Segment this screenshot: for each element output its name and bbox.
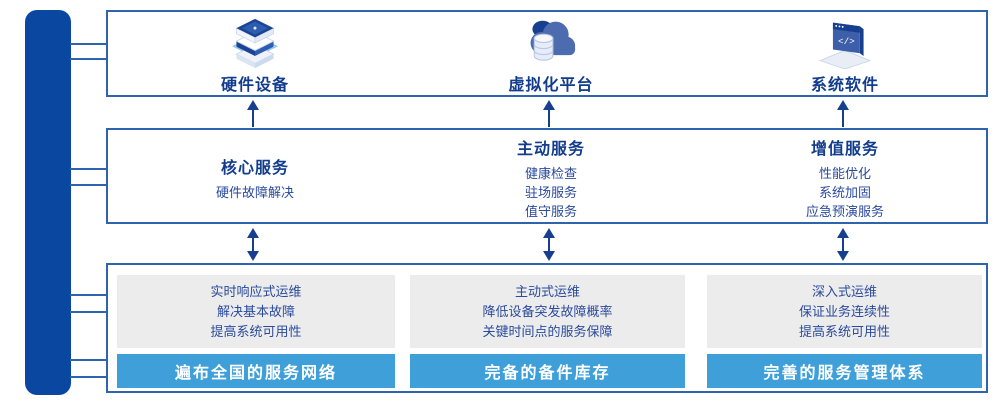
- connector-line: [70, 58, 108, 60]
- positioning-line: 解决基本故障: [216, 303, 295, 319]
- server-stack-icon: [231, 18, 279, 69]
- service-item: 健康检查: [524, 166, 577, 181]
- positioning-panel: 主动式运维 降低设备突发故障概率 关键时间点的服务保障: [410, 275, 685, 348]
- positioning-line: 提高系统可用性: [210, 323, 302, 339]
- connector-line: [70, 43, 108, 45]
- advantage-bar: 遍布全国的服务网络: [117, 354, 395, 388]
- service-item: 值守服务: [524, 204, 577, 219]
- service-item: 驻场服务: [524, 185, 577, 200]
- service-column-proactive: 主动服务 健康检查 驻场服务 值守服务: [431, 130, 671, 226]
- positioning-panel: 实时响应式运维 解决基本故障 提高系统可用性: [117, 275, 395, 348]
- positioning-panel: 深入式运维 保证业务连续性 提高系统可用性: [707, 275, 982, 348]
- connector-line: [70, 168, 108, 170]
- service-column-core: 核心服务 硬件故障解决: [135, 130, 375, 226]
- tech-item-label: 虚拟化平台: [508, 77, 594, 94]
- up-arrow: [837, 100, 849, 127]
- product-positioning-box: 实时响应式运维 解决基本故障 提高系统可用性 遍布全国的服务网络 主动式运维 降…: [106, 263, 988, 393]
- svg-text:</>: </>: [838, 36, 855, 47]
- service-item: 系统加固: [818, 185, 871, 200]
- positioning-column-proactive: 主动式运维 降低设备突发故障概率 关键时间点的服务保障 完备的备件库存: [410, 275, 685, 388]
- advantage-bar: 完善的服务管理体系: [707, 354, 982, 388]
- cloud-database-icon: [530, 20, 576, 61]
- advantage-bar: 完备的备件库存: [410, 354, 685, 388]
- tech-item-label: 系统软件: [810, 77, 879, 94]
- positioning-line: 保证业务连续性: [798, 303, 890, 319]
- positioning-line: 提高系统可用性: [798, 323, 890, 339]
- service-item: 应急预演服务: [805, 204, 884, 219]
- service-column-value-added: 增值服务 性能优化 系统加固 应急预演服务: [725, 130, 965, 226]
- positioning-line: 主动式运维: [514, 283, 580, 299]
- service-column-title: 主动服务: [516, 141, 585, 158]
- positioning-column-deep: 深入式运维 保证业务连续性 提高系统可用性 完善的服务管理体系: [707, 275, 982, 388]
- service-column-title: 核心服务: [220, 160, 289, 177]
- service-column-title: 增值服务: [810, 141, 879, 158]
- double-arrow: [247, 228, 259, 261]
- positioning-line: 深入式运维: [811, 283, 877, 299]
- up-arrow: [247, 100, 259, 127]
- connector-line: [70, 294, 108, 296]
- connector-line: [70, 184, 108, 186]
- tech-item-label: 硬件设备: [220, 77, 289, 94]
- positioning-line: 降低设备突发故障概率: [482, 303, 613, 319]
- connector-line: [70, 311, 108, 313]
- positioning-column-realtime: 实时响应式运维 解决基本故障 提高系统可用性 遍布全国的服务网络: [117, 275, 395, 388]
- up-arrow: [543, 100, 555, 127]
- tech-direction-box: 硬件设备 虚拟化平台: [106, 10, 988, 97]
- service-item: 性能优化: [818, 166, 871, 181]
- double-arrow: [837, 228, 849, 261]
- connector-line: [70, 376, 108, 378]
- code-window-icon: </>: [818, 22, 872, 69]
- double-arrow: [543, 228, 555, 261]
- tech-item-virtualization: 虚拟化平台: [441, 16, 661, 95]
- positioning-line: 关键时间点的服务保障: [482, 323, 613, 339]
- category-sidebar: [25, 10, 71, 395]
- positioning-line: 实时响应式运维: [210, 283, 302, 299]
- connector-line: [70, 359, 108, 361]
- product-content-box: 核心服务 硬件故障解决 主动服务 健康检查 驻场服务 值守服务 增值服务 性能优…: [106, 128, 988, 224]
- tech-item-hardware: 硬件设备: [145, 16, 365, 95]
- service-item: 硬件故障解决: [215, 185, 294, 200]
- tech-item-system-software: </> 系统软件: [735, 16, 955, 95]
